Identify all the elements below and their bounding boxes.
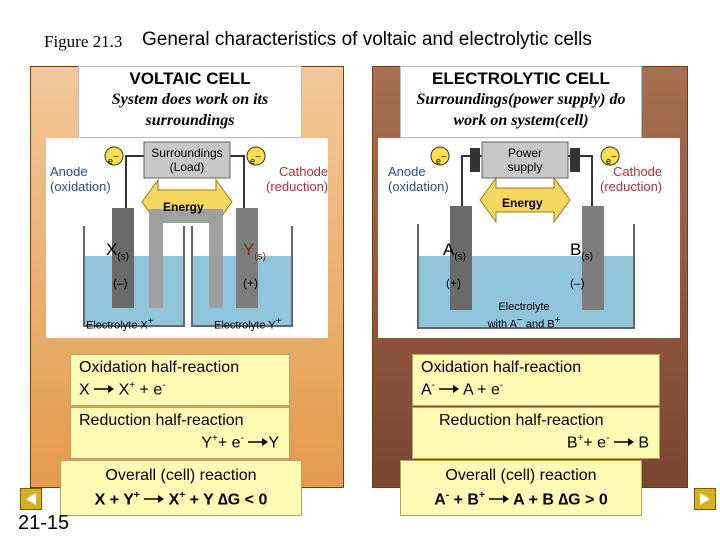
energy-arrow bbox=[479, 176, 571, 224]
voltaic-anode-sub: (oxidation) bbox=[50, 179, 111, 194]
triangle-right-icon bbox=[700, 493, 710, 505]
electrolytic-ox-equation: A- A + e- bbox=[421, 380, 504, 399]
load-label: Surroundings bbox=[151, 146, 223, 160]
arrow-icon bbox=[248, 438, 269, 447]
electrolytic-oxidation-box: Oxidation half-reaction A- A + e- bbox=[412, 354, 660, 406]
electrolytic-subtitle: Surroundings(power supply) do work on sy… bbox=[416, 91, 626, 129]
electrolytic-left-sign: (+) bbox=[446, 276, 461, 290]
electrolytic-red-title: Reduction half-reaction bbox=[439, 412, 604, 429]
power-supply-box bbox=[481, 141, 569, 179]
electrolytic-anode-sub: (oxidation) bbox=[388, 179, 449, 194]
electrolytic-red-equation: B++ e- B bbox=[566, 433, 649, 452]
electrolytic-heading-box: ELECTROLYTIC CELL Surroundings(power sup… bbox=[400, 66, 642, 138]
electrode-y-label: Y(s) bbox=[243, 240, 267, 263]
electrolytic-anode-label: Anode bbox=[388, 164, 426, 179]
electrolytic-overall-box: Overall (cell) reaction A- + B+ A + B ∆G… bbox=[400, 460, 642, 516]
triangle-left-icon bbox=[26, 493, 36, 505]
electrode-x bbox=[112, 208, 134, 308]
electron-right-icon bbox=[246, 146, 266, 166]
voltaic-heading: VOLTAIC CELL bbox=[129, 69, 251, 88]
electrolytic-overall-equation: A- + B+ A + B ∆G > 0 bbox=[434, 490, 608, 509]
figure-label: Figure 21.3 bbox=[44, 32, 123, 51]
salt-bridge bbox=[149, 209, 223, 308]
page-title: General characteristics of voltaic and e… bbox=[142, 29, 592, 50]
electrolytic-ox-title: Oxidation half-reaction bbox=[421, 359, 582, 376]
voltaic-overall-box: Overall (cell) reaction X + Y+ X+ + Y ∆G… bbox=[60, 460, 302, 516]
slide-number: 21-15 bbox=[18, 512, 70, 534]
electrolytic-heading: ELECTROLYTIC CELL bbox=[432, 69, 610, 88]
voltaic-oxidation-box: Oxidation half-reaction X X+ + e- bbox=[70, 354, 290, 406]
voltaic-electron-left: e− bbox=[108, 152, 119, 166]
power-supply-label: Power bbox=[507, 146, 542, 160]
voltaic-electron-right: e− bbox=[250, 152, 261, 166]
electrolytic-overall-title: Overall (cell) reaction bbox=[445, 467, 597, 484]
arrow-icon bbox=[489, 495, 510, 504]
arrow-icon bbox=[439, 385, 460, 394]
electrode-x-label: X(s) bbox=[106, 240, 130, 263]
voltaic-ox-equation: X X+ + e- bbox=[79, 380, 166, 399]
next-slide-button[interactable] bbox=[694, 488, 716, 510]
electrolytic-reduction-box: Reduction half-reaction B++ e- B bbox=[412, 407, 660, 459]
electrode-b-label: B(s) bbox=[570, 240, 594, 263]
electrode-a-label: A(s) bbox=[443, 240, 467, 263]
electron-left-icon bbox=[430, 146, 450, 166]
arrow-icon bbox=[144, 495, 165, 504]
arrow-icon bbox=[613, 438, 634, 447]
arrow-icon bbox=[94, 385, 115, 394]
voltaic-reduction-box: Reduction half-reaction Y++ e- Y bbox=[70, 407, 290, 459]
electrode-a bbox=[450, 206, 472, 310]
load-box bbox=[143, 141, 231, 179]
electrolytic-cathode-label: Cathode bbox=[612, 164, 663, 179]
power-supply-sub: supply bbox=[507, 160, 543, 174]
electrolyte-y-label: Electrolyte Y+ bbox=[214, 316, 282, 332]
voltaic-red-title: Reduction half-reaction bbox=[79, 412, 244, 429]
voltaic-energy-label: Energy bbox=[163, 200, 204, 214]
prev-slide-button[interactable] bbox=[20, 488, 42, 510]
electrolytic-electron-left: e− bbox=[436, 152, 447, 166]
electrolytic-electron-right: e− bbox=[606, 152, 617, 166]
voltaic-cathode-label: Cathode bbox=[278, 164, 329, 179]
electrode-b bbox=[582, 206, 604, 310]
voltaic-overall-equation: X + Y+ X+ + Y ∆G < 0 bbox=[94, 490, 268, 509]
electron-right-icon bbox=[600, 146, 620, 166]
electron-left-icon bbox=[104, 146, 124, 166]
electrolytic-energy-label: Energy bbox=[502, 196, 543, 210]
voltaic-anode-label: Anode bbox=[50, 164, 88, 179]
electrolyte-x-label: Electrolyte X+ bbox=[86, 316, 154, 332]
voltaic-red-equation: Y++ e- Y bbox=[201, 433, 279, 452]
voltaic-ox-title: Oxidation half-reaction bbox=[79, 359, 240, 376]
voltaic-subtitle: System does work on its surroundings bbox=[111, 91, 269, 129]
voltaic-heading-box: VOLTAIC CELL System does work on its sur… bbox=[78, 66, 302, 138]
electrode-y bbox=[236, 208, 258, 308]
voltaic-right-sign: (+) bbox=[243, 276, 258, 290]
electrolytic-cathode-sub: (reduction) bbox=[600, 179, 663, 194]
electrolytic-right-sign: (–) bbox=[570, 276, 585, 290]
voltaic-left-sign: (–) bbox=[113, 276, 128, 290]
load-sub: (Load) bbox=[169, 160, 205, 174]
voltaic-cell-diagram bbox=[46, 138, 328, 338]
voltaic-cathode-sub: (reduction) bbox=[266, 179, 329, 194]
electrolyte-line1: Electrolyte bbox=[498, 301, 550, 313]
electrolytic-cell-diagram bbox=[378, 138, 680, 338]
electrolyte-line2: with A− and B+ bbox=[487, 315, 561, 331]
voltaic-overall-title: Overall (cell) reaction bbox=[105, 467, 257, 484]
